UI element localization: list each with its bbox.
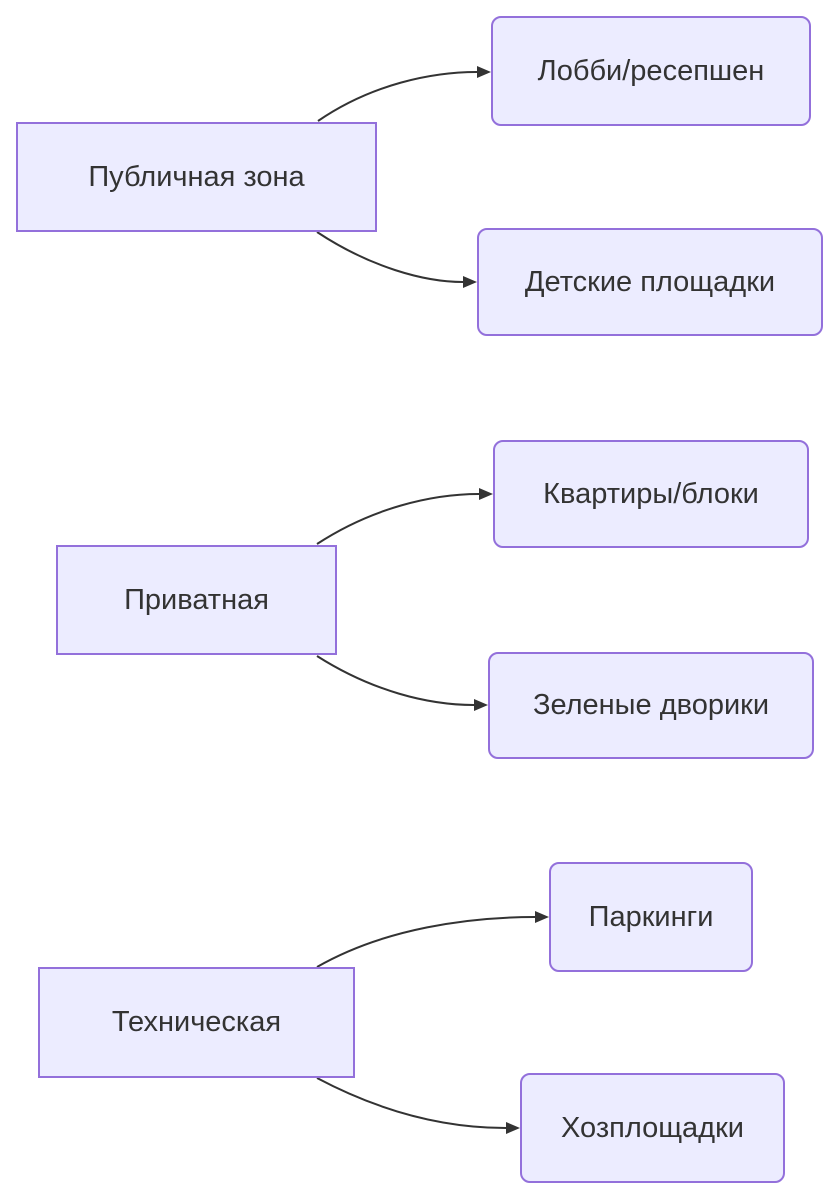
node-green-courtyards-label: Зеленые дворики — [532, 689, 770, 722]
node-apartments: Квартиры/блоки — [493, 440, 809, 548]
node-technical-zone-label: Техническая — [111, 1006, 282, 1039]
node-private-zone-label: Приватная — [124, 583, 269, 616]
node-lobby-reception: Лобби/ресепшен — [491, 16, 811, 126]
node-playgrounds: Детские площадки — [477, 228, 823, 336]
edge-public-to-lobby — [317, 66, 491, 122]
node-parking-label: Паркинги — [588, 900, 714, 933]
node-public-zone: Публичная зона — [16, 122, 377, 232]
node-utility-areas-label: Хозплощадки — [561, 1111, 744, 1144]
node-playgrounds-label: Детские площадки — [524, 265, 776, 298]
node-public-zone-label: Публичная зона — [88, 160, 305, 193]
node-utility-areas: Хозплощадки — [520, 1073, 785, 1183]
node-apartments-label: Квартиры/блоки — [543, 477, 759, 510]
node-private-zone: Приватная — [56, 545, 337, 655]
edge-private-to-apartments — [316, 488, 493, 545]
edge-public-to-playgrounds — [316, 231, 477, 288]
edge-technical-to-parking — [316, 911, 549, 968]
node-technical-zone: Техническая — [38, 967, 355, 1078]
node-lobby-reception-label: Лобби/ресепшен — [537, 54, 765, 87]
node-parking: Паркинги — [549, 862, 753, 972]
node-green-courtyards: Зеленые дворики — [488, 652, 814, 759]
edge-technical-to-utility — [316, 1077, 520, 1134]
edge-private-to-courtyards — [316, 655, 488, 711]
